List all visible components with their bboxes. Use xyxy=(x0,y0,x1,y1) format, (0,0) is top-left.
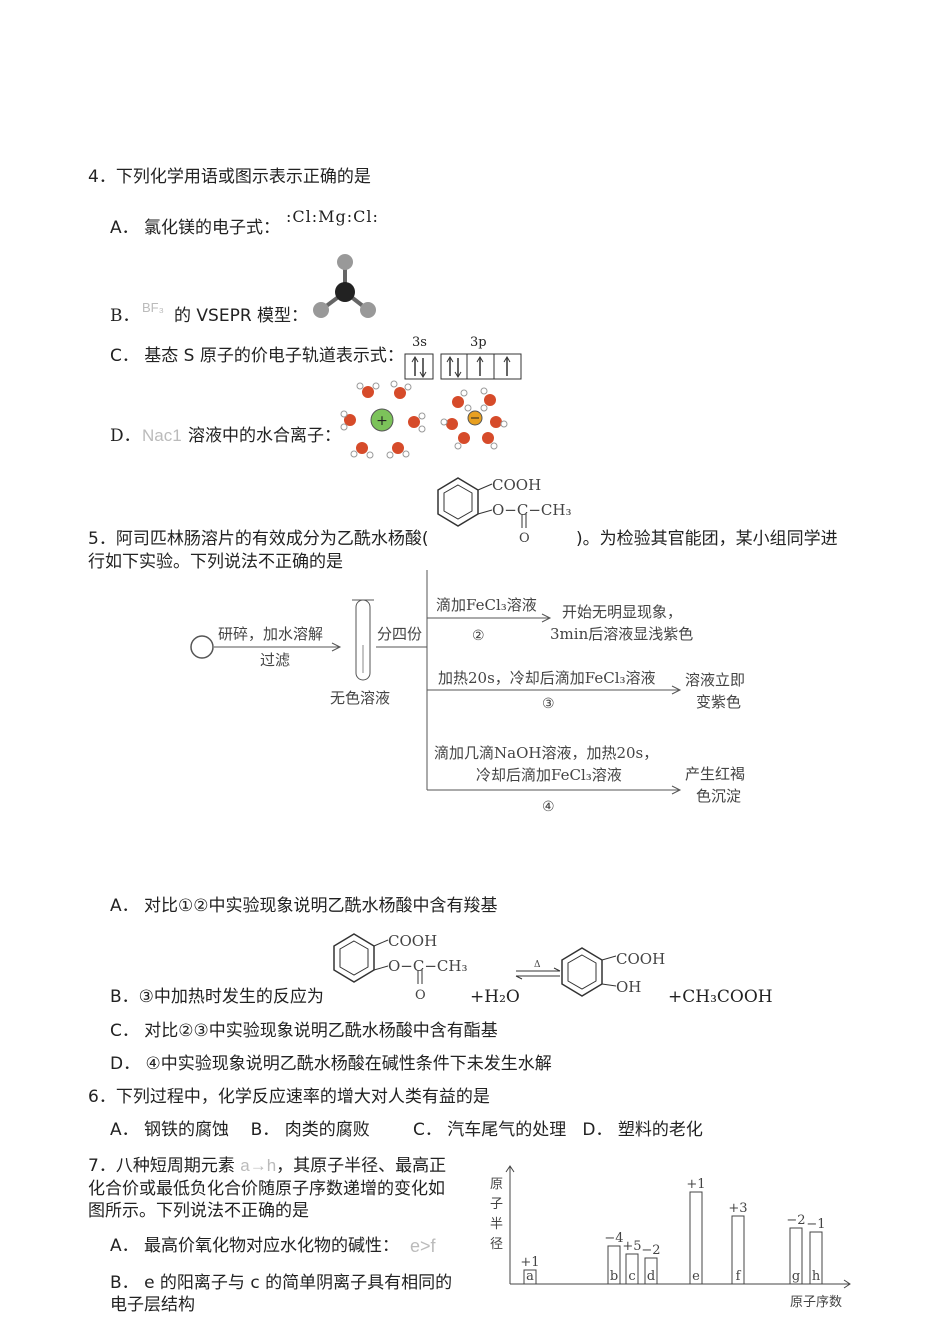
equilibrium-arrow-icon: Δ xyxy=(515,960,561,980)
q5-stem-line2: 行如下实验。下列说法不正确的是 xyxy=(88,552,343,572)
q7-option-a-relation: e>f xyxy=(410,1236,436,1256)
bar-label-b: b xyxy=(610,1269,618,1284)
bar-label-a: a xyxy=(526,1269,534,1284)
valence-label-e: +1 xyxy=(686,1177,705,1192)
bar-c xyxy=(625,1253,639,1285)
salicylic-cooh: COOH xyxy=(616,950,665,968)
valence-label-c: +5 xyxy=(622,1239,641,1254)
mgcl2-electron-formula: :Cl:Mg:Cl: xyxy=(286,207,379,226)
q7-stem-line3: 图所示。下列说法不正确的是 xyxy=(88,1201,309,1221)
nacl-formula: Nac1 xyxy=(142,426,182,445)
bar-label-f: f xyxy=(736,1269,742,1284)
q4-option-d-label: D． xyxy=(110,426,141,446)
flow-tube-label: 无色溶液 xyxy=(330,689,390,707)
bar-e xyxy=(689,1191,703,1285)
flow-b2-res2: 3min后溶液显浅紫色 xyxy=(550,625,693,643)
aspirin-reactant-icon: COOH O−C−CH₃ O xyxy=(333,932,467,1003)
valence-label-b: −4 xyxy=(604,1231,623,1246)
svg-text:O: O xyxy=(415,988,426,1003)
reaction-h2o: +H₂O xyxy=(470,987,520,1007)
flow-b2-num: ② xyxy=(472,628,485,644)
flow-b4-top2: 冷却后滴加FeCl₃溶液 xyxy=(476,766,622,784)
experiment-flow-diagram: 研碎，加水溶解 过滤 无色溶液 分四份 滴加FeCl₃溶液 ② 开始无明显现象，… xyxy=(190,570,745,815)
bf3-vsepr-model-icon xyxy=(313,254,376,318)
flow-step0b: 过滤 xyxy=(260,651,290,669)
q5-option-b: B．③中加热时发生的反应为 xyxy=(110,987,324,1007)
flow-b2-top: 滴加FeCl₃溶液 xyxy=(436,596,537,614)
q6-stem: 6．下列过程中，化学反应速率的增大对人类有益的是 xyxy=(88,1087,490,1107)
q5-option-c: C． 对比②③中实验现象说明乙酰水杨酸中含有酯基 xyxy=(110,1021,498,1041)
flow-b3-top: 加热20s，冷却后滴加FeCl₃溶液 xyxy=(438,669,656,687)
q7-option-b-line2: 电子层结构 xyxy=(110,1295,195,1315)
svg-text:+: + xyxy=(376,413,388,429)
q7-option-b-line1: B． e 的阳离子与 c 的简单阴离子具有相同的 xyxy=(110,1273,453,1293)
q4-option-c-label: C． 基态 S 原子的价电子轨道表示式： xyxy=(110,346,404,366)
valence-label-f: +3 xyxy=(728,1201,747,1216)
element-range: a→h xyxy=(240,1156,277,1175)
valence-label-d: −2 xyxy=(641,1243,660,1258)
y-axis-label-3: 半 xyxy=(490,1217,503,1232)
x-axis-label: 原子序数 xyxy=(790,1295,842,1310)
arrow-delta: Δ xyxy=(534,960,541,970)
atomic-radius-chart: 原 子 半 径 原子序数 a+1b−4c+5d−2e+1f+3g−2h−1 xyxy=(490,1165,851,1310)
aspirin-o: O xyxy=(519,531,530,546)
flow-b4-num: ④ xyxy=(542,799,555,815)
flow-step0: 研碎，加水溶解 xyxy=(218,625,323,643)
hydrated-ions-icon: + xyxy=(340,380,508,459)
valence-label-a: +1 xyxy=(520,1255,539,1270)
flow-b4-res2: 色沉淀 xyxy=(696,787,741,805)
q4-option-d-text: 溶液中的水合离子： xyxy=(188,426,341,446)
aspirin-structure-icon: COOH O−C−CH₃ O xyxy=(437,476,571,546)
q5-option-a: A． 对比①②中实验现象说明乙酰水杨酸中含有羧基 xyxy=(110,896,498,916)
bar-label-g: g xyxy=(792,1269,800,1284)
y-axis-label-4: 径 xyxy=(490,1237,503,1252)
salicylic-oh: OH xyxy=(616,978,641,996)
reaction-acetic-acid: +CH₃COOH xyxy=(668,987,773,1007)
orbital-diagram-icon xyxy=(404,353,522,380)
aspirin-cooh: COOH xyxy=(492,476,541,494)
svg-text:COOH: COOH xyxy=(388,932,437,950)
orbital-3s-label: 3s xyxy=(412,335,427,350)
y-axis-label-2: 子 xyxy=(490,1197,503,1212)
bar-label-e: e xyxy=(692,1269,700,1284)
bar-label-d: d xyxy=(647,1269,655,1284)
flow-b3-num: ③ xyxy=(542,696,555,712)
q4-option-a-label: A． 氯化镁的电子式： xyxy=(110,218,281,238)
bar-g xyxy=(789,1227,803,1285)
flow-b4-res1: 产生红褐 xyxy=(685,765,745,783)
flow-b4-top1: 滴加几滴NaOH溶液，加热20s， xyxy=(434,744,658,762)
q5-stem-mid: )。为检验其官能团，某小组同学进 xyxy=(576,529,838,549)
bar-b xyxy=(607,1245,621,1285)
flow-b3-res2: 变紫色 xyxy=(696,693,741,711)
bar-label-c: c xyxy=(628,1269,635,1284)
bf3-formula: BF₃ xyxy=(142,300,164,315)
flow-b3-res1: 溶液立即 xyxy=(685,671,745,689)
y-axis-label-1: 原 xyxy=(490,1177,503,1192)
flow-split: 分四份 xyxy=(377,625,422,643)
bar-f xyxy=(731,1215,745,1285)
salicylic-acid-icon: COOH OH xyxy=(561,947,665,997)
q6-options: A． 钢铁的腐蚀 B． 肉类的腐败 C． 汽车尾气的处理 D． 塑料的老化 xyxy=(110,1120,703,1140)
q4-option-b-text: 的 VSEPR 模型： xyxy=(174,306,309,326)
bar-label-h: h xyxy=(812,1269,821,1284)
bar-a xyxy=(523,1269,537,1285)
bar-h xyxy=(809,1231,823,1285)
bar-d xyxy=(644,1257,658,1285)
q4-option-b-label: B． xyxy=(110,306,140,326)
q4-stem: 4．下列化学用语或图示表示正确的是 xyxy=(88,167,371,187)
test-tube-icon xyxy=(352,599,374,681)
q5-option-d: D． ④中实验现象说明乙酰水杨酸在碱性条件下未发生水解 xyxy=(110,1054,552,1074)
q5-stem-line1: 5．阿司匹林肠溶片的有效成分为乙酰水杨酸( xyxy=(88,529,429,549)
flow-b2-res1: 开始无明显现象， xyxy=(562,603,682,621)
svg-text:O−C−CH₃: O−C−CH₃ xyxy=(388,957,467,975)
valence-label-h: −1 xyxy=(806,1217,825,1232)
q7-stem-line2: 化合价或最低负化合价随原子序数递增的变化如 xyxy=(88,1179,445,1199)
orbital-3p-label: 3p xyxy=(470,335,487,350)
aspirin-ester: O−C−CH₃ xyxy=(492,501,571,519)
q7-option-a: A． 最高价氧化物对应水化物的碱性： xyxy=(110,1236,400,1256)
valence-label-g: −2 xyxy=(786,1213,805,1228)
q7-stem-line1: 7．八种短周期元素 a→h，其原子半径、最高正 xyxy=(88,1156,447,1176)
